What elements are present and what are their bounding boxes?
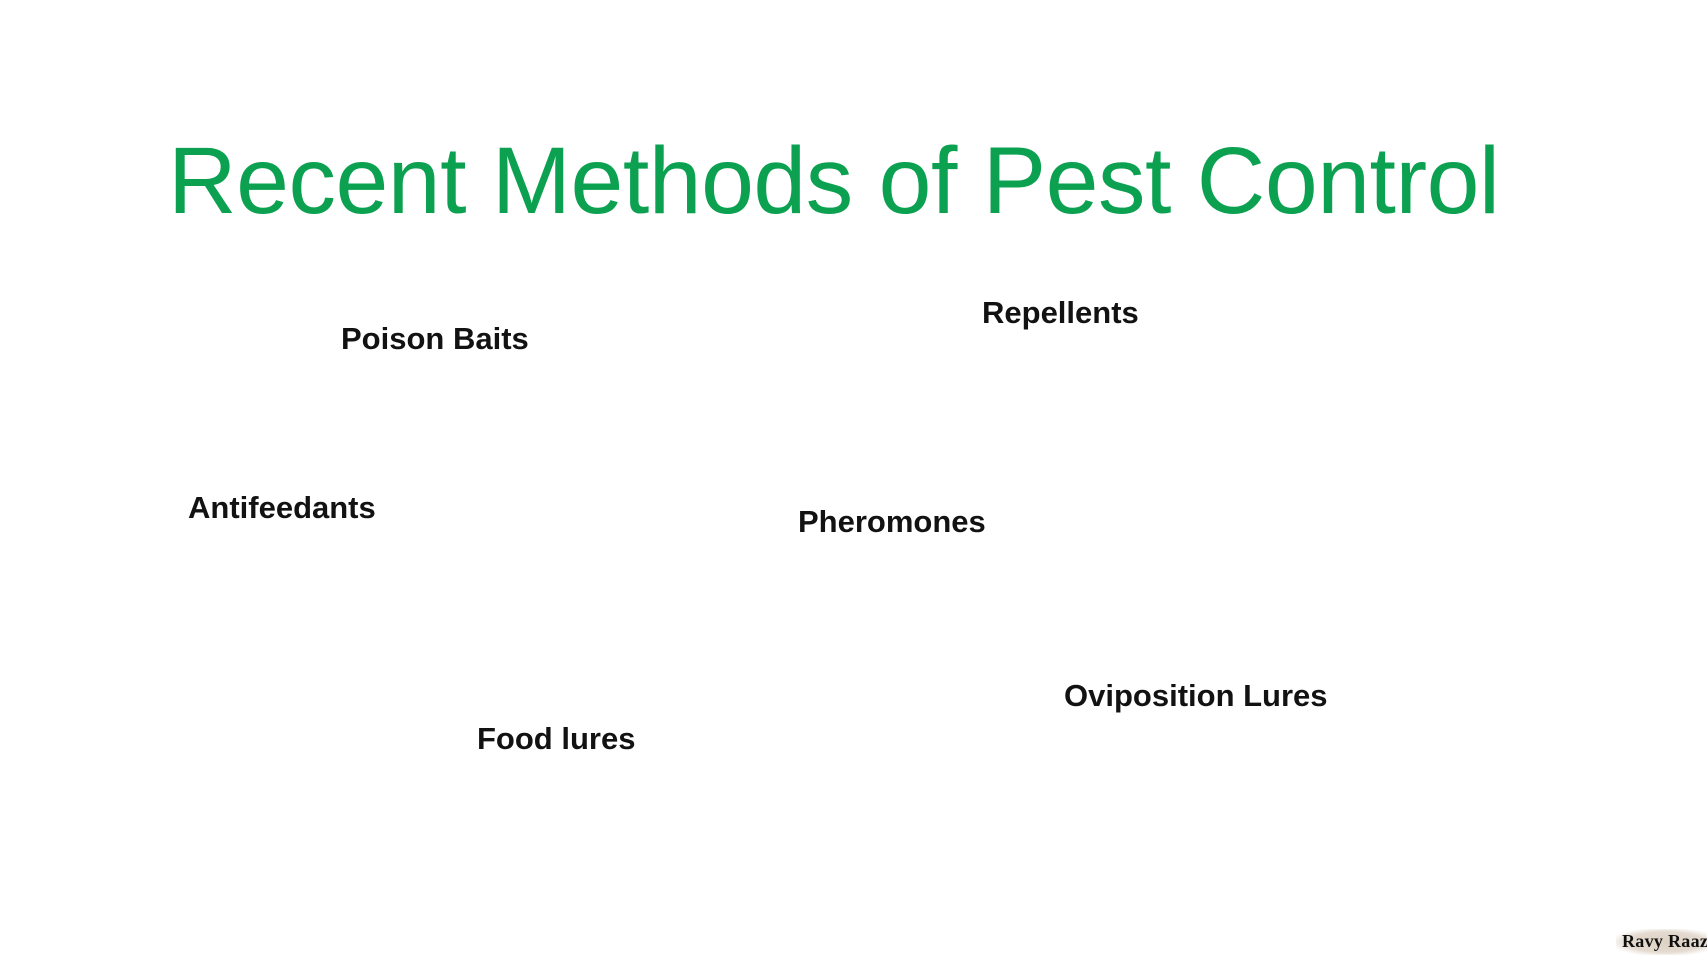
page-title: Recent Methods of Pest Control xyxy=(168,128,1500,234)
label-antifeedants: Antifeedants xyxy=(188,490,376,525)
label-repellents: Repellents xyxy=(982,295,1139,330)
label-oviposition-lures: Oviposition Lures xyxy=(1064,678,1328,713)
label-food-lures: Food lures xyxy=(477,721,636,756)
label-poison-baits: Poison Baits xyxy=(341,321,529,356)
watermark: Ravy Raaz xyxy=(1616,929,1707,955)
label-pheromones: Pheromones xyxy=(798,504,986,539)
